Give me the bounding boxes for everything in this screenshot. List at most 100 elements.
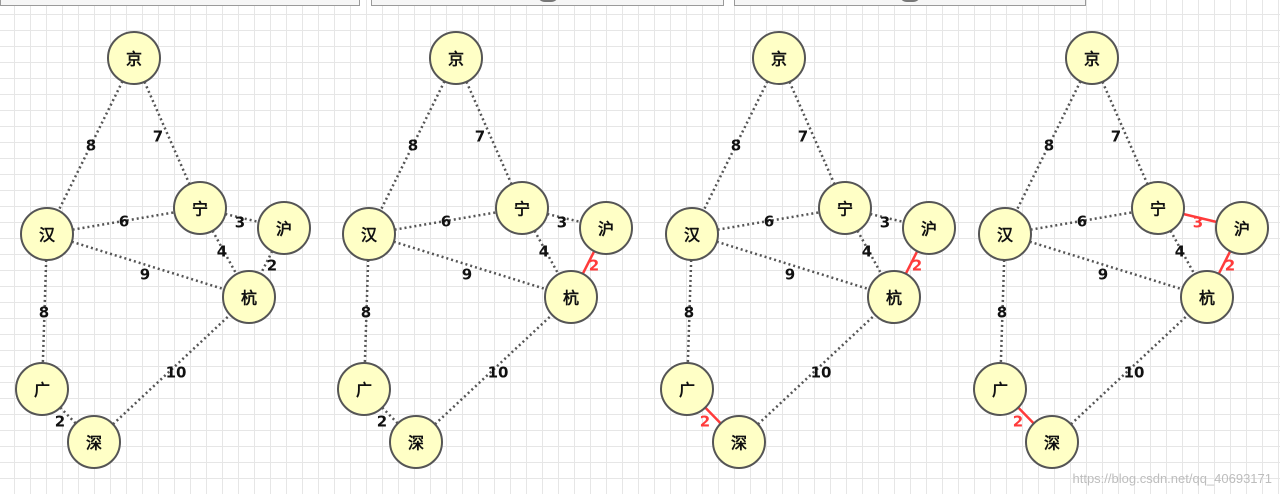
node-hu[interactable]: 沪: [902, 201, 956, 255]
edge-weight-label-jing-han: 8: [408, 137, 418, 155]
node-label: 汉: [361, 226, 378, 245]
node-label: 京: [771, 50, 787, 69]
node-label: 汉: [684, 226, 701, 245]
tab-handle-icon: [899, 0, 921, 2]
edge-shen-hang: [112, 313, 231, 426]
edge-jing-han: [379, 80, 446, 212]
edge-hu-hang-selected: [581, 250, 596, 275]
edge-weight-label-jing-ning: 7: [1111, 128, 1121, 146]
node-circle: [495, 181, 549, 235]
node-guang[interactable]: 广: [337, 362, 391, 416]
node-guang[interactable]: 广: [15, 362, 69, 416]
tab-handle-icon: [536, 0, 559, 2]
node-hang[interactable]: 杭: [544, 270, 598, 324]
edge-han-hang: [71, 240, 225, 291]
node-circle: [15, 362, 69, 416]
node-hang[interactable]: 杭: [867, 270, 921, 324]
edge-weight-label-guang-shen: 2: [1013, 413, 1023, 431]
edge-weight-label-han-ning: 6: [764, 213, 774, 231]
node-shen[interactable]: 深: [389, 415, 443, 469]
node-han[interactable]: 汉: [20, 207, 74, 261]
node-ning[interactable]: 宁: [1131, 181, 1185, 235]
node-label: 宁: [837, 200, 853, 219]
node-label: 广: [356, 381, 372, 400]
node-hu[interactable]: 沪: [1215, 201, 1269, 255]
node-ning[interactable]: 宁: [495, 181, 549, 235]
node-jing[interactable]: 京: [107, 31, 161, 85]
edge-ning-hang: [1169, 230, 1196, 275]
node-hang[interactable]: 杭: [222, 270, 276, 324]
node-circle: [665, 207, 719, 261]
node-shen[interactable]: 深: [1025, 415, 1079, 469]
node-hu[interactable]: 沪: [257, 201, 311, 255]
node-circle: [544, 270, 598, 324]
top-panel-tab[interactable]: [0, 0, 360, 6]
edge-jing-ning: [465, 81, 513, 185]
node-circle: [1065, 31, 1119, 85]
node-circle: [818, 181, 872, 235]
edge-weight-label-guang-shen: 2: [700, 413, 710, 431]
edge-shen-hang: [757, 313, 876, 426]
edge-weight-label-han-ning: 6: [441, 213, 451, 231]
edge-weight-label-jing-han: 8: [86, 137, 96, 155]
node-circle: [429, 31, 483, 85]
top-panel-tab[interactable]: [734, 0, 1086, 6]
edge-weight-label-han-hang: 9: [140, 266, 150, 284]
node-hang[interactable]: 杭: [1180, 270, 1234, 324]
node-shen[interactable]: 深: [67, 415, 121, 469]
edge-weight-label-hu-hang: 2: [267, 257, 277, 275]
edge-ning-hu-selected: [1183, 212, 1217, 224]
edge-weight-label-hu-hang: 2: [589, 257, 599, 275]
edge-weight-label-han-guang: 8: [684, 304, 694, 322]
edge-weight-label-jing-han: 8: [1044, 137, 1054, 155]
node-label: 深: [408, 434, 424, 453]
node-circle: [1131, 181, 1185, 235]
node-jing[interactable]: 京: [429, 31, 483, 85]
edge-han-ning: [72, 211, 175, 231]
edge-weight-label-ning-hu: 3: [1193, 214, 1203, 232]
node-guang[interactable]: 广: [660, 362, 714, 416]
node-label: 杭: [886, 289, 902, 308]
edge-guang-shen-selected: [1017, 406, 1035, 425]
node-label: 沪: [921, 220, 937, 239]
node-han[interactable]: 汉: [342, 207, 396, 261]
edge-han-ning: [394, 211, 497, 231]
node-ning[interactable]: 宁: [173, 181, 227, 235]
node-hu[interactable]: 沪: [579, 201, 633, 255]
node-guang[interactable]: 广: [973, 362, 1027, 416]
edge-han-guang: [363, 259, 370, 364]
edge-ning-hu: [225, 212, 259, 224]
node-han[interactable]: 汉: [665, 207, 719, 261]
node-circle: [973, 362, 1027, 416]
edge-weight-label-shen-hang: 10: [811, 364, 832, 382]
node-han[interactable]: 汉: [978, 207, 1032, 261]
edge-weight-label-guang-shen: 2: [55, 413, 65, 431]
node-label: 广: [679, 381, 695, 400]
node-circle: [222, 270, 276, 324]
edge-han-guang: [999, 259, 1006, 364]
edge-weight-label-ning-hu: 3: [235, 214, 245, 232]
edge-weight-label-han-guang: 8: [361, 304, 371, 322]
node-label: 深: [731, 434, 747, 453]
edge-han-hang: [1029, 240, 1183, 291]
node-jing[interactable]: 京: [752, 31, 806, 85]
edge-han-ning: [1030, 211, 1133, 231]
edge-shen-hang: [434, 313, 553, 426]
edge-weight-label-han-guang: 8: [39, 304, 49, 322]
edge-shen-hang: [1070, 313, 1189, 426]
top-panel-tab[interactable]: [371, 0, 724, 6]
edge-weight-label-shen-hang: 10: [488, 364, 509, 382]
node-label: 宁: [1150, 200, 1166, 219]
node-label: 沪: [276, 220, 292, 239]
edge-weight-label-jing-ning: 7: [798, 128, 808, 146]
node-label: 汉: [39, 226, 56, 245]
edge-weight-label-han-hang: 9: [785, 266, 795, 284]
node-jing[interactable]: 京: [1065, 31, 1119, 85]
node-ning[interactable]: 宁: [818, 181, 872, 235]
edge-weight-label-han-hang: 9: [1098, 266, 1108, 284]
edge-hu-hang: [259, 250, 274, 275]
edge-jing-ning: [143, 81, 191, 185]
node-shen[interactable]: 深: [712, 415, 766, 469]
